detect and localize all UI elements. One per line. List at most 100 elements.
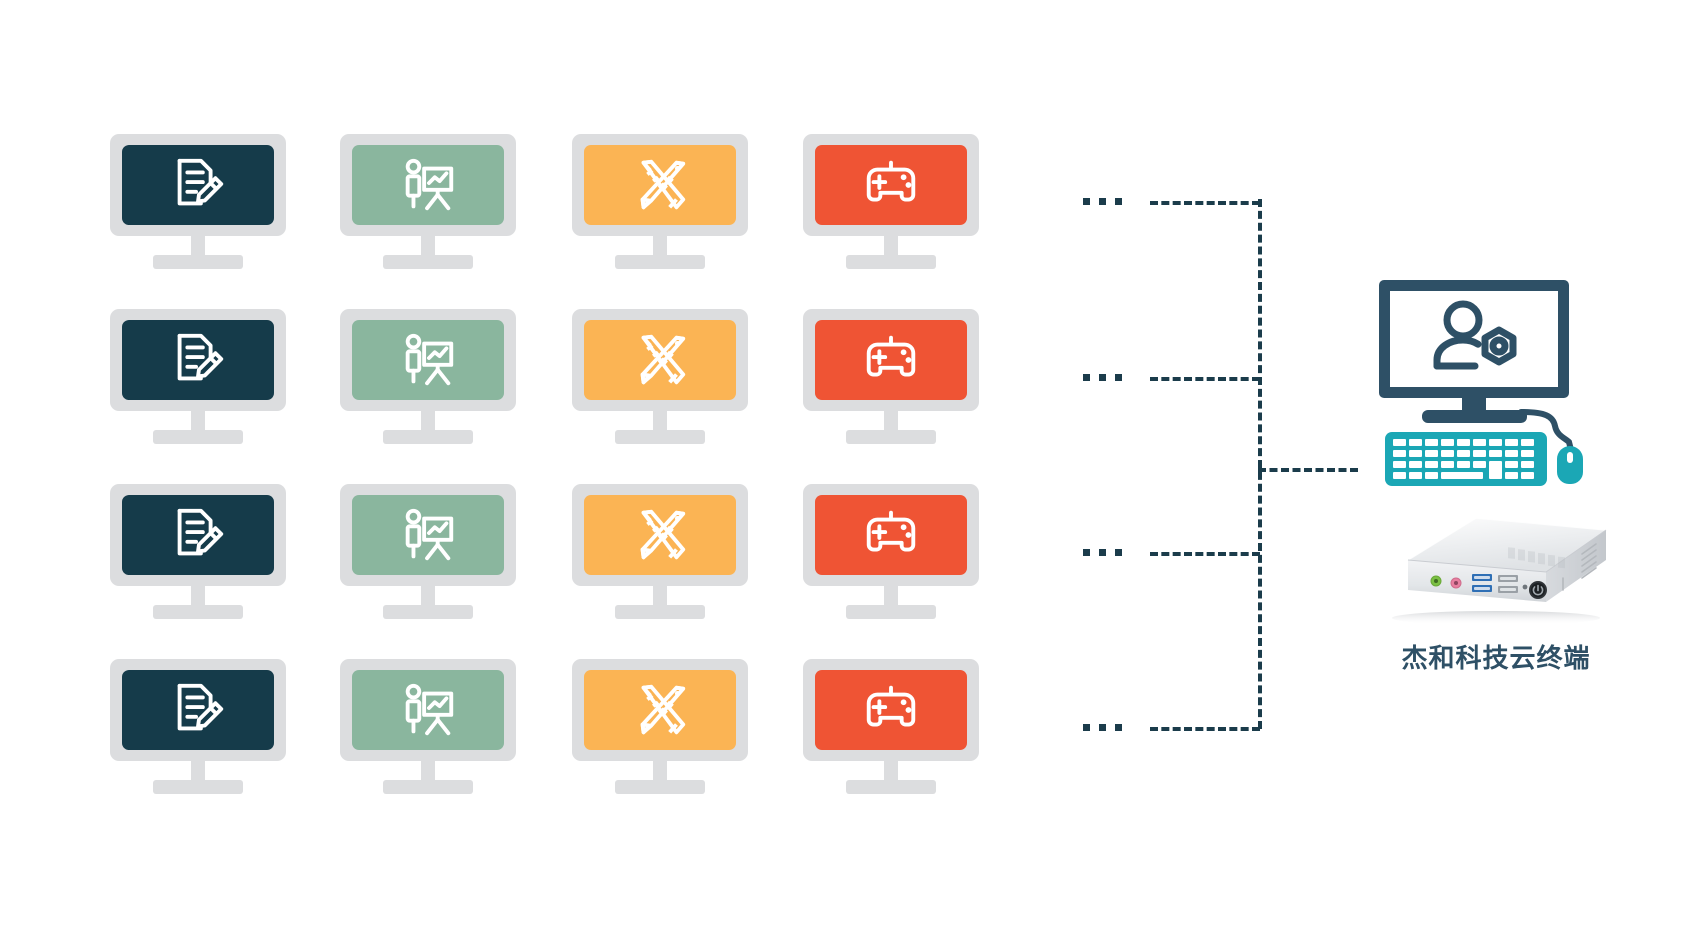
monitor-screen bbox=[352, 145, 504, 225]
ellipsis-dot bbox=[1099, 549, 1106, 556]
game-controller-icon bbox=[815, 495, 967, 575]
monitor-foot bbox=[153, 605, 243, 619]
client-terminal-r2c3[interactable] bbox=[572, 309, 748, 444]
client-terminal-r3c4[interactable] bbox=[803, 484, 979, 619]
client-terminal-r2c2[interactable] bbox=[340, 309, 516, 444]
monitor-neck bbox=[421, 586, 435, 608]
row-ellipsis-1 bbox=[1083, 198, 1122, 205]
connector-branch-row-1 bbox=[1150, 201, 1260, 205]
monitor-neck bbox=[421, 761, 435, 783]
ellipsis-dot bbox=[1083, 198, 1090, 205]
mouse-cable bbox=[1518, 408, 1581, 454]
ellipsis-dot bbox=[1099, 198, 1106, 205]
presentation-chart-icon bbox=[352, 145, 504, 225]
monitor-foot bbox=[846, 605, 936, 619]
monitor-screen bbox=[122, 145, 274, 225]
mini-pc-icon[interactable] bbox=[1368, 508, 1614, 626]
ellipsis-dot bbox=[1115, 724, 1122, 731]
keyboard-icon[interactable] bbox=[1385, 432, 1547, 486]
monitor-neck bbox=[653, 411, 667, 433]
pencil-ruler-icon bbox=[584, 495, 736, 575]
client-terminal-r1c2[interactable] bbox=[340, 134, 516, 269]
monitor-neck bbox=[191, 586, 205, 608]
monitor-screen bbox=[815, 320, 967, 400]
presentation-chart-icon bbox=[352, 670, 504, 750]
monitor-screen bbox=[815, 495, 967, 575]
monitor-screen bbox=[352, 495, 504, 575]
row-ellipsis-3 bbox=[1083, 549, 1122, 556]
user-settings-icon bbox=[1425, 298, 1525, 380]
monitor-foot bbox=[153, 780, 243, 794]
ellipsis-dot bbox=[1099, 374, 1106, 381]
monitor-foot bbox=[846, 430, 936, 444]
client-terminal-r3c3[interactable] bbox=[572, 484, 748, 619]
monitor-screen bbox=[122, 495, 274, 575]
monitor-foot bbox=[615, 430, 705, 444]
document-edit-icon bbox=[122, 670, 274, 750]
monitor-screen bbox=[122, 320, 274, 400]
row-ellipsis-2 bbox=[1083, 374, 1122, 381]
client-terminal-r3c2[interactable] bbox=[340, 484, 516, 619]
monitor-screen bbox=[352, 670, 504, 750]
monitor-neck bbox=[191, 411, 205, 433]
ellipsis-dot bbox=[1115, 198, 1122, 205]
game-controller-icon bbox=[815, 320, 967, 400]
client-terminal-r1c3[interactable] bbox=[572, 134, 748, 269]
client-terminal-r2c4[interactable] bbox=[803, 309, 979, 444]
monitor-neck bbox=[884, 411, 898, 433]
client-terminal-r4c4[interactable] bbox=[803, 659, 979, 794]
ellipsis-dot bbox=[1083, 374, 1090, 381]
client-terminal-r1c4[interactable] bbox=[803, 134, 979, 269]
monitor-foot bbox=[383, 255, 473, 269]
monitor-foot bbox=[383, 780, 473, 794]
monitor-foot bbox=[615, 605, 705, 619]
game-controller-icon bbox=[815, 145, 967, 225]
admin-monitor-base bbox=[1422, 410, 1527, 423]
document-edit-icon bbox=[122, 145, 274, 225]
connector-branch-row-2 bbox=[1150, 377, 1260, 381]
monitor-screen bbox=[815, 670, 967, 750]
monitor-foot bbox=[153, 430, 243, 444]
game-controller-icon bbox=[815, 670, 967, 750]
client-terminal-r4c1[interactable] bbox=[110, 659, 286, 794]
monitor-screen bbox=[815, 145, 967, 225]
client-terminal-r1c1[interactable] bbox=[110, 134, 286, 269]
monitor-foot bbox=[615, 780, 705, 794]
connector-branch-row-3 bbox=[1150, 552, 1260, 556]
pencil-ruler-icon bbox=[584, 320, 736, 400]
monitor-neck bbox=[884, 236, 898, 258]
monitor-neck bbox=[653, 761, 667, 783]
document-edit-icon bbox=[122, 320, 274, 400]
client-terminal-r4c3[interactable] bbox=[572, 659, 748, 794]
server-label: 杰和科技云终端 bbox=[1401, 643, 1591, 673]
admin-workstation[interactable] bbox=[1379, 280, 1589, 486]
presentation-chart-icon bbox=[352, 320, 504, 400]
monitor-neck bbox=[421, 411, 435, 433]
ellipsis-dot bbox=[1083, 724, 1090, 731]
monitor-neck bbox=[884, 761, 898, 783]
row-ellipsis-4 bbox=[1083, 724, 1122, 731]
ellipsis-dot bbox=[1083, 549, 1090, 556]
presentation-chart-icon bbox=[352, 495, 504, 575]
monitor-neck bbox=[421, 236, 435, 258]
monitor-neck bbox=[653, 236, 667, 258]
monitor-foot bbox=[383, 605, 473, 619]
pencil-ruler-icon bbox=[584, 670, 736, 750]
client-terminal-r4c2[interactable] bbox=[340, 659, 516, 794]
connector-branch-row-4 bbox=[1150, 727, 1260, 731]
monitor-foot bbox=[846, 255, 936, 269]
pencil-ruler-icon bbox=[584, 145, 736, 225]
monitor-foot bbox=[615, 255, 705, 269]
monitor-screen bbox=[352, 320, 504, 400]
client-terminal-r3c1[interactable] bbox=[110, 484, 286, 619]
monitor-foot bbox=[846, 780, 936, 794]
monitor-neck bbox=[191, 236, 205, 258]
connector-trunk-vertical bbox=[1258, 199, 1262, 729]
monitor-neck bbox=[653, 586, 667, 608]
ellipsis-dot bbox=[1115, 549, 1122, 556]
mouse-wheel bbox=[1567, 452, 1573, 463]
monitor-foot bbox=[383, 430, 473, 444]
client-terminal-r2c1[interactable] bbox=[110, 309, 286, 444]
ellipsis-dot bbox=[1115, 374, 1122, 381]
